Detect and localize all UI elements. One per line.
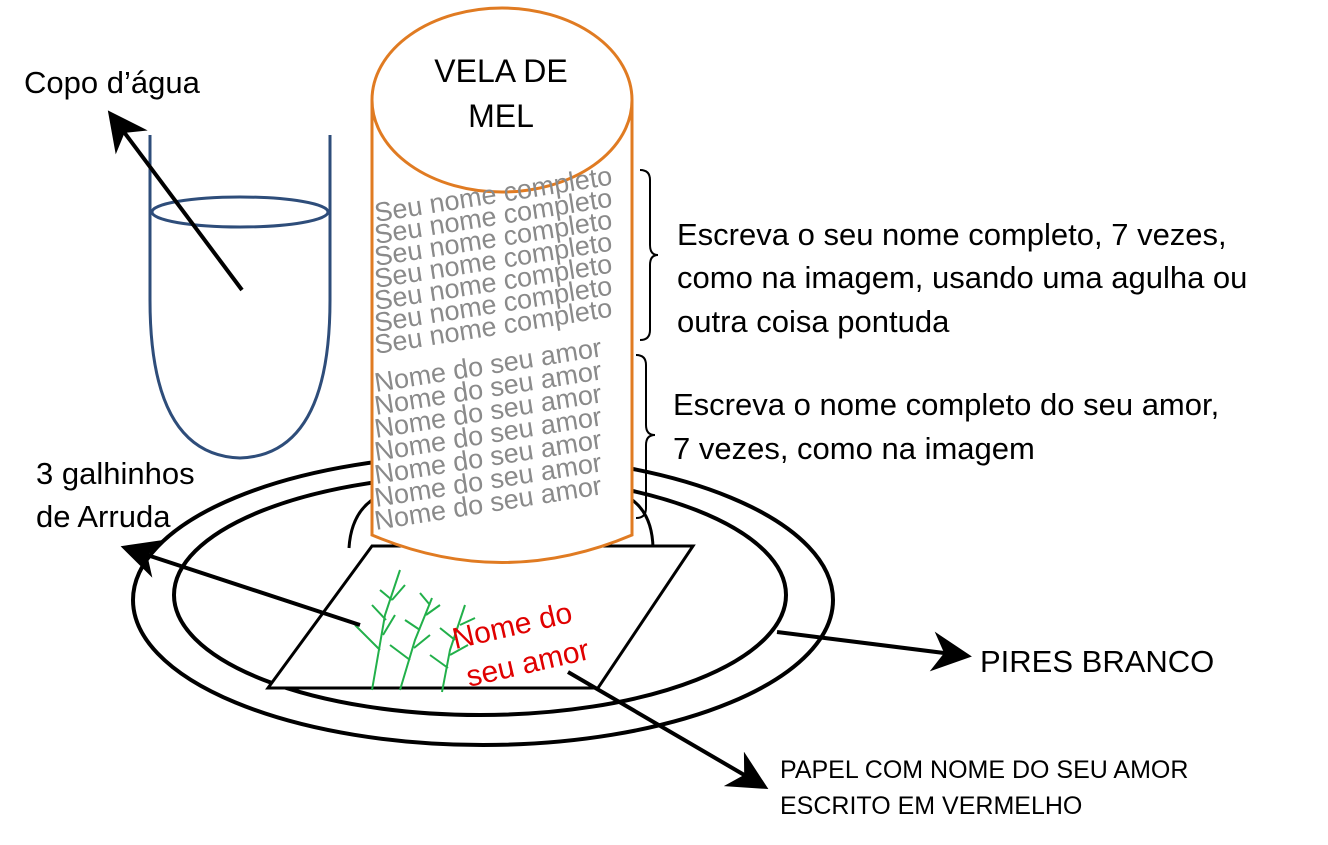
rue-sprig <box>441 604 466 693</box>
paper-label-line2: ESCRITO EM VERMELHO <box>780 792 1082 820</box>
water-surface <box>150 195 330 229</box>
rue-sprig <box>399 597 433 691</box>
rue-label-line2: de Arruda <box>36 499 171 534</box>
candle-top <box>370 6 634 194</box>
paper-label-line1: PAPEL COM NOME DO SEU AMOR <box>780 756 1188 784</box>
candle-title-line1: VELA DE <box>434 53 567 89</box>
glass-label: Copo d’água <box>24 65 201 100</box>
lover-name-brace <box>635 354 656 519</box>
rue-label-line1: 3 galhinhos <box>36 456 195 491</box>
lover-name-instruction-line1: Escreva o nome completo do seu amor, <box>673 387 1219 422</box>
own-name-instruction-line2: como na imagem, usando uma agulha ou <box>677 260 1247 295</box>
glass-outline <box>148 135 332 460</box>
lover-name-instruction-line2: 7 vezes, como na imagem <box>673 431 1035 466</box>
saucer-arrow <box>776 630 972 672</box>
rue-sprig <box>371 569 401 691</box>
own-name-brace <box>639 169 659 341</box>
rue-leaves <box>389 592 441 661</box>
rue-arrow <box>120 539 361 627</box>
rue-leaves <box>429 617 476 669</box>
glass-arrow <box>107 110 244 292</box>
own-name-instruction-line3: outra coisa pontuda <box>677 304 950 339</box>
candle-title-line2: MEL <box>468 98 534 134</box>
rue-leaves <box>354 584 406 651</box>
candle-body <box>370 100 634 564</box>
lover-name-instruction: Escreva o nome completo do seu amor, 7 v… <box>673 387 1219 466</box>
own-name-instruction-line1: Escreva o seu nome completo, 7 vezes, <box>677 217 1227 252</box>
own-name-instruction: Escreva o seu nome completo, 7 vezes, co… <box>677 217 1247 339</box>
paper-arrow <box>566 670 769 790</box>
rue-sprigs <box>354 569 476 693</box>
saucer-label: PIRES BRANCO <box>980 644 1214 679</box>
water-glass <box>148 135 332 460</box>
